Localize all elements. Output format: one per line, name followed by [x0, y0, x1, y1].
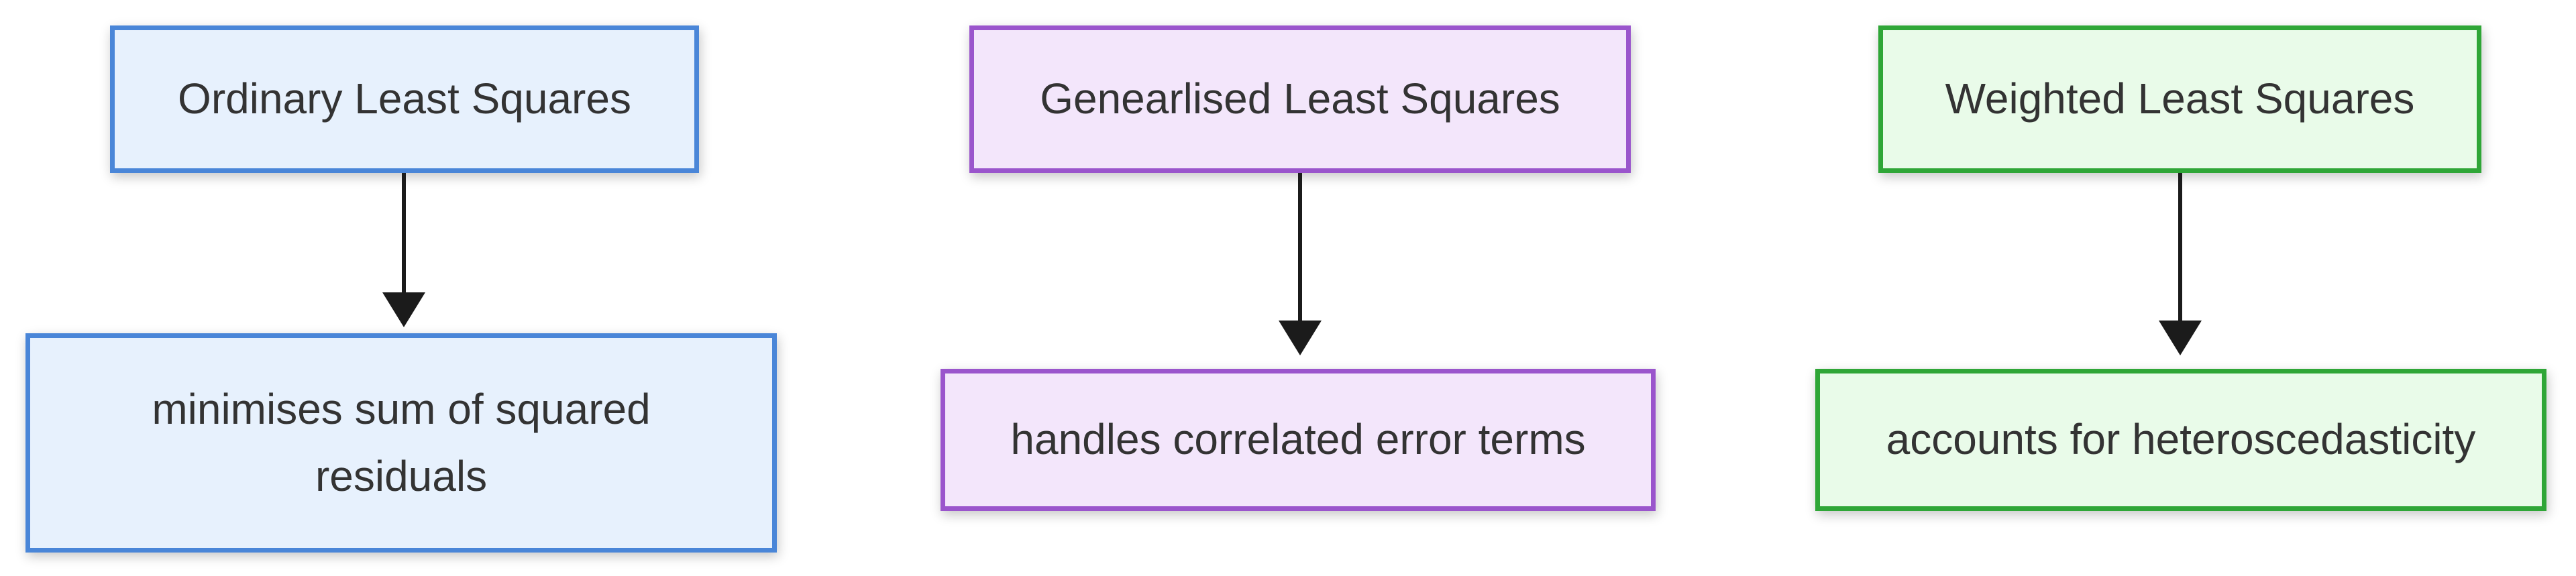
- arrow-gls-to-description: [1279, 173, 1322, 355]
- arrow-ols-to-description: [382, 173, 425, 327]
- node-genearlised-least-squares: Genearlised Least Squares: [969, 25, 1631, 173]
- node-gls-description: handles correlated error terms: [941, 369, 1656, 511]
- arrow-line: [2178, 173, 2182, 321]
- arrow-head-icon: [382, 292, 425, 327]
- node-label: Ordinary Least Squares: [178, 74, 631, 123]
- node-wls-description: accounts for heteroscedasticity: [1815, 369, 2546, 511]
- arrow-line: [402, 173, 406, 292]
- node-label: Genearlised Least Squares: [1040, 74, 1560, 123]
- node-ordinary-least-squares: Ordinary Least Squares: [110, 25, 699, 173]
- arrow-head-icon: [2159, 321, 2202, 355]
- node-label: minimises sum of squared residuals: [152, 385, 651, 500]
- node-label: handles correlated error terms: [1010, 415, 1586, 464]
- arrow-line: [1298, 173, 1302, 321]
- arrow-head-icon: [1279, 321, 1322, 355]
- arrow-wls-to-description: [2159, 173, 2202, 355]
- node-weighted-least-squares: Weighted Least Squares: [1878, 25, 2481, 173]
- node-ols-description: minimises sum of squared residuals: [25, 333, 777, 553]
- node-label: accounts for heteroscedasticity: [1886, 415, 2476, 464]
- node-label: Weighted Least Squares: [1945, 74, 2415, 123]
